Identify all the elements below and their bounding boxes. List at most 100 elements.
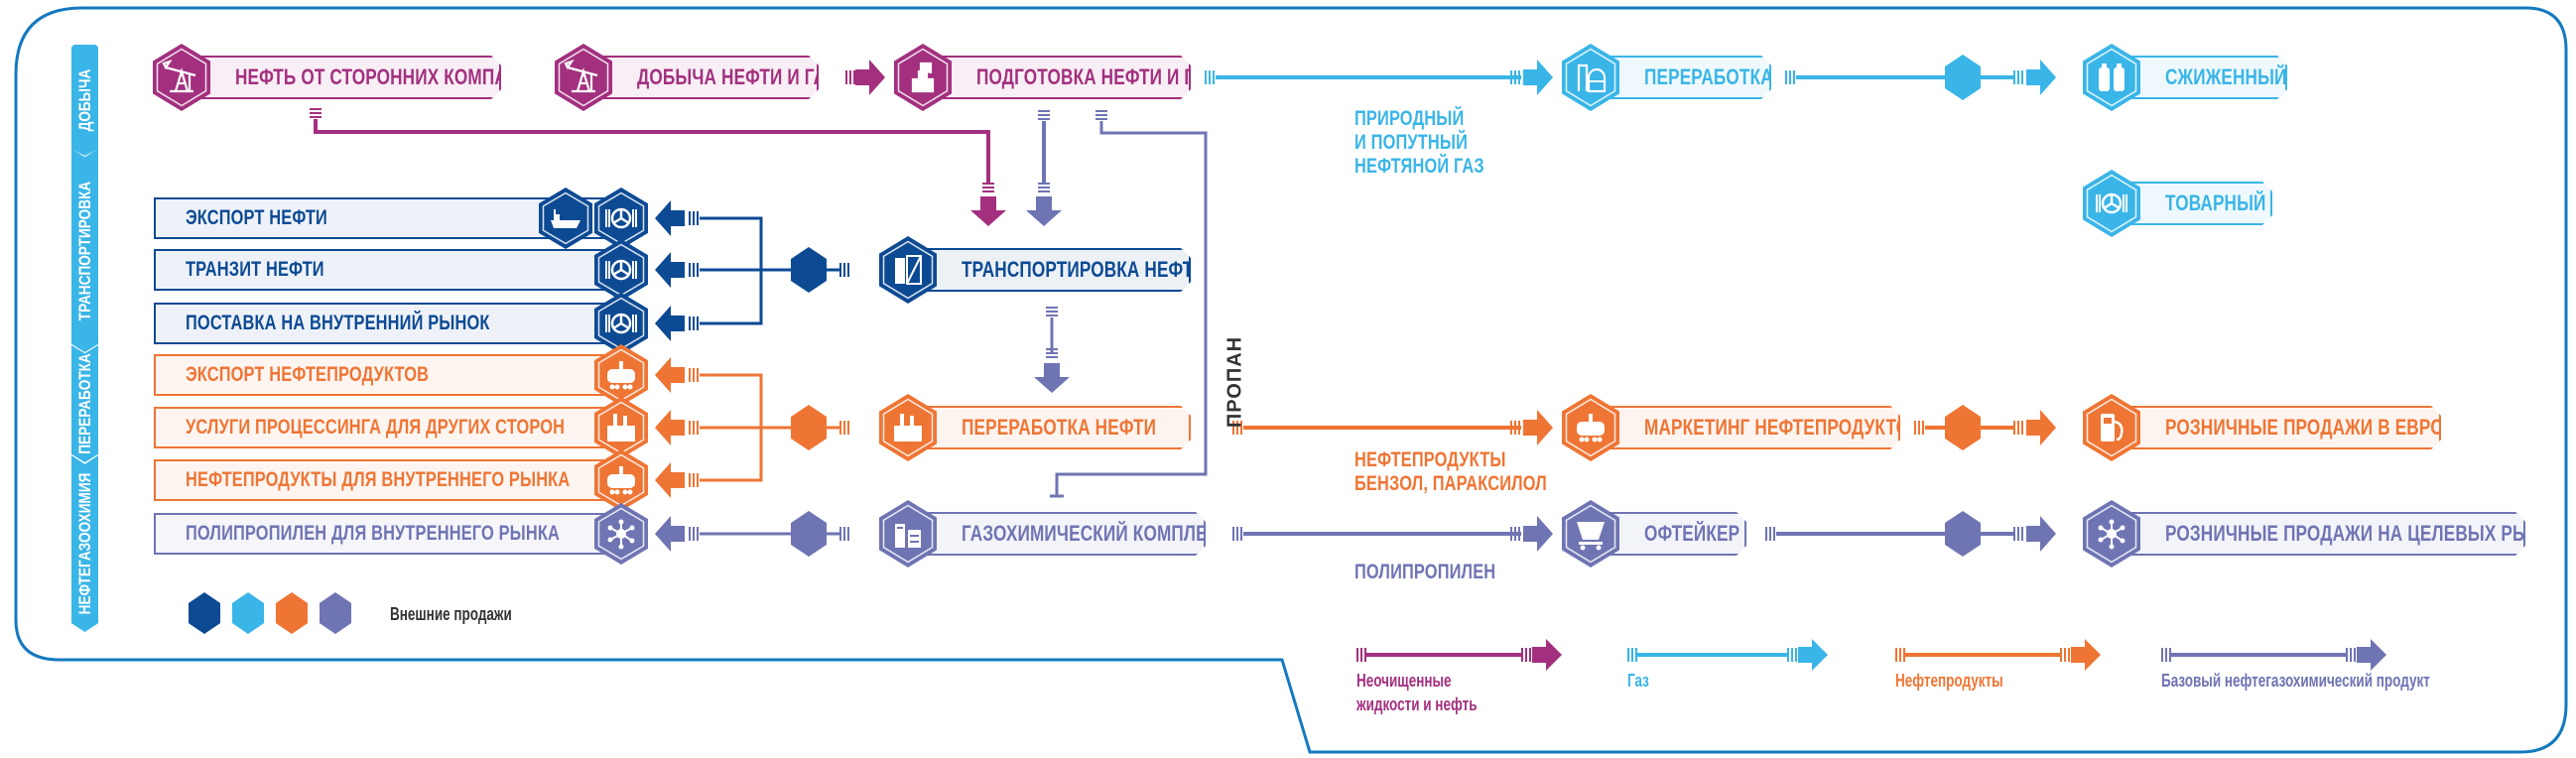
gas-flow-label-line: ПРИРОДНЫЙ (1354, 107, 1465, 130)
tank-icon (879, 236, 937, 304)
node-box: ДОБЫЧА НЕФТИ И ГАЗА (597, 56, 819, 99)
rail-tank-icon (594, 449, 648, 511)
arrow-down-icon (1026, 196, 1062, 226)
sidebar-tab-petrochemicals[interactable]: НЕФТЕГАЗООХИМИЯ (71, 455, 98, 632)
node-box: ГАЗОХИМИЧЕСКИЙ КОМПЛЕКС (922, 512, 1206, 556)
node-label: НЕФТЬ ОТ СТОРОННИХ КОМПАНИЙ (235, 64, 545, 89)
node-box: ПОДГОТОВКА НЕФТИ И ГАЗА (937, 56, 1191, 99)
external-sales-swatch-icon (230, 591, 266, 640)
output-label: ЭКСПОРТ НЕФТЕПРОДУКТОВ (186, 363, 430, 386)
outer-frame (14, 6, 2568, 754)
oil-pump-icon (555, 44, 612, 111)
refinery-icon (594, 397, 648, 458)
external-sales-hex-icon (1945, 55, 1981, 100)
arrow-down-icon (1034, 363, 1070, 393)
output-box: ПОЛИПРОПИЛЕН ДЛЯ ВНУТРЕННЕГО РЫНКА (154, 513, 620, 555)
polypropylene-flow-label-text: ПОЛИПРОПИЛЕН (1354, 561, 1496, 583)
gas-flow-label-line: НЕФТЯНОЙ ГАЗ (1354, 155, 1484, 178)
products-flow-label-line: НЕФТЕПРОДУКТЫ (1354, 448, 1506, 471)
arrow-left-icon (655, 516, 685, 552)
flow-legend-label: Нефтепродукты (1895, 669, 2003, 693)
flow-legend-label-line: Неочищенные (1356, 671, 1452, 691)
output-label: НЕФТЕПРОДУКТЫ ДЛЯ ВНУТРЕННЕГО РЫНКА (186, 468, 571, 491)
output-box: НЕФТЕПРОДУКТЫ ДЛЯ ВНУТРЕННЕГО РЫНКА (154, 459, 620, 501)
node-label: МАРКЕТИНГ НЕФТЕПРОДУКТОВ (1644, 415, 1922, 440)
molecule-icon (594, 503, 648, 565)
node-box: ПЕРЕРАБОТКА ГАЗА (1605, 56, 1771, 99)
polypropylene-flow-label: ПОЛИПРОПИЛЕН (1354, 561, 1495, 584)
arrow-right-icon (855, 60, 885, 95)
valve-icon (2083, 170, 2140, 237)
flow-legend-arrow-icon (1356, 639, 1562, 671)
flow-legend-arrow-icon (1627, 639, 1828, 671)
node-box: СЖИЖЕННЫЙ ГАЗ (2125, 56, 2287, 99)
fuel-pump-icon (2083, 394, 2140, 461)
node-label: ДОБЫЧА НЕФТИ И ГАЗА (637, 64, 849, 89)
sidebar-label: НЕФТЕГАЗООХИМИЯ (74, 472, 94, 615)
external-sales-hex-icon (791, 405, 827, 450)
arrow-left-icon (655, 462, 685, 498)
flow-legend-label: Газ (1627, 669, 1649, 693)
external-sales-hex-icon (1945, 405, 1981, 450)
external-sales-hex-icon (791, 247, 827, 293)
node-label: РОЗНИЧНЫЕ ПРОДАЖИ В ЕВРОПЕ (2165, 415, 2468, 440)
sidebar-label: ПЕРЕРАБОТКА (74, 353, 94, 454)
output-box: ТРАНЗИТ НЕФТИ (154, 249, 620, 291)
flow-legend-label-line: Газ (1627, 671, 1649, 691)
products-flow-label: НЕФТЕПРОДУКТЫ БЕНЗОЛ, ПАРАКСИЛОЛ (1354, 448, 1547, 496)
output-box: ЭКСПОРТ НЕФТЕПРОДУКТОВ (154, 354, 620, 396)
node-box: ОФТЕЙКЕР (1605, 512, 1746, 556)
external-sales-legend-label: Внешние продажи (390, 604, 512, 624)
gas-flow-label-line: И ПОПУТНЫЙ (1354, 131, 1469, 154)
node-box: ТРАНСПОРТИРОВКА НЕФТИ (922, 248, 1191, 292)
products-flow-label-line: БЕНЗОЛ, ПАРАКСИЛОЛ (1354, 472, 1547, 495)
output-label: ТРАНЗИТ НЕФТИ (186, 258, 324, 281)
node-label: ПЕРЕРАБОТКА НЕФТИ (962, 415, 1157, 440)
propane-label-text: ПРОПАН (1224, 335, 1246, 429)
flow-line (700, 373, 763, 482)
gas-flow-label: ПРИРОДНЫЙ И ПОПУТНЫЙ НЕФТЯНОЙ ГАЗ (1354, 107, 1484, 179)
output-box: УСЛУГИ ПРОЦЕССИНГА ДЛЯ ДРУГИХ СТОРОН (154, 407, 620, 448)
output-box: ПОСТАВКА НА ВНУТРЕННИЙ РЫНОК (154, 303, 620, 344)
flow-line (1055, 121, 1208, 496)
propane-label: ПРОПАН (1221, 336, 1250, 428)
arrow-left-icon (655, 252, 685, 288)
arrow-right-icon (1523, 60, 1553, 95)
arrow-down-icon (970, 196, 1006, 226)
sidebar-label: ДОБЫЧА (74, 68, 94, 132)
output-label: ПОСТАВКА НА ВНУТРЕННИЙ РЫНОК (186, 312, 490, 334)
sidebar-tab-transport[interactable]: ТРАНСПОРТИРОВКА (71, 149, 98, 352)
arrow-right-icon (1523, 410, 1553, 445)
flow-line (314, 119, 990, 184)
node-label: ОФТЕЙКЕР (1644, 521, 1740, 546)
arrow-right-icon (2026, 516, 2056, 552)
arrow-left-icon (655, 410, 685, 445)
oil-pump-icon (153, 44, 210, 111)
gas-cylinders-icon (2083, 44, 2140, 111)
node-box: ПЕРЕРАБОТКА НЕФТИ (922, 406, 1191, 449)
arrow-left-icon (655, 306, 685, 341)
node-box: ТОВАРНЫЙ ГАЗ (2125, 182, 2272, 225)
node-box: РОЗНИЧНЫЕ ПРОДАЖИ В ЕВРОПЕ (2125, 406, 2441, 449)
node-label: ГАЗОХИМИЧЕСКИЙ КОМПЛЕКС (962, 521, 1230, 546)
arrow-right-icon (2026, 60, 2056, 95)
external-sales-hex-icon (791, 511, 827, 557)
flow-line (700, 216, 763, 325)
tanker-ship-icon (539, 188, 592, 249)
plant-icon (894, 44, 952, 111)
flow-legend-label-line: Базовый нефтегазохимический продукт (2161, 671, 2430, 691)
sidebar-tab-refining[interactable]: ПЕРЕРАБОТКА (71, 345, 98, 462)
sidebar-tab-production[interactable]: ДОБЫЧА (71, 45, 98, 156)
flow-legend-label-line: Нефтепродукты (1895, 671, 2003, 691)
refinery-icon (879, 394, 937, 461)
arrow-right-icon (2026, 410, 2056, 445)
chem-plant-icon (879, 500, 937, 568)
external-sales-swatch-icon (318, 591, 353, 640)
node-label: ПОДГОТОВКА НЕФТИ И ГАЗА (976, 64, 1229, 89)
external-sales-hex-icon (1945, 511, 1981, 557)
node-box: МАРКЕТИНГ НЕФТЕПРОДУКТОВ (1605, 406, 1900, 449)
external-sales-swatch-icon (274, 591, 310, 640)
hopper-car-icon (1562, 500, 1619, 568)
